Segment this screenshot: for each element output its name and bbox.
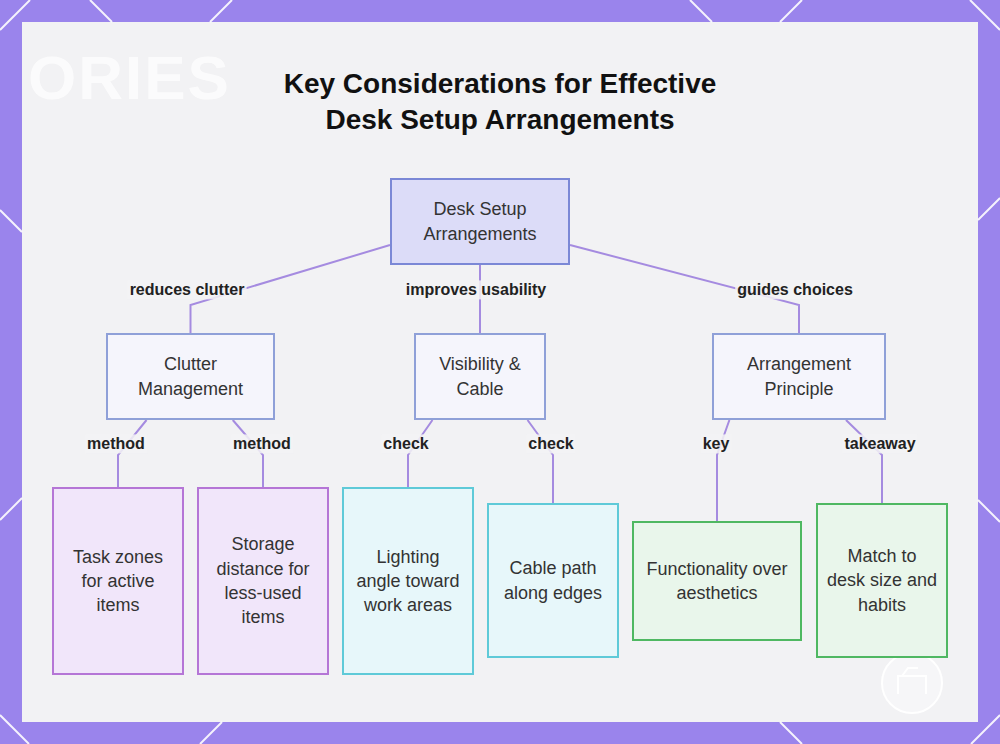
edge-label: improves usability	[404, 280, 549, 299]
edge-label: check	[381, 434, 430, 453]
edge-label: check	[526, 434, 575, 453]
panel	[22, 22, 978, 722]
concept-box: Task zones for active items	[52, 487, 184, 675]
concept-box: Lighting angle toward work areas	[342, 487, 474, 675]
box-label: Desk Setup Arrangements	[400, 197, 560, 246]
box-label: Match to desk size and habits	[826, 544, 938, 617]
edge-label: key	[701, 434, 732, 453]
edge-label: takeaway	[842, 434, 917, 453]
logo-badge	[882, 653, 942, 713]
connector-line	[846, 420, 882, 503]
box-label: Functionality over aesthetics	[642, 557, 792, 606]
diagram-title: Key Considerations for Effective Desk Se…	[250, 66, 750, 139]
box-label: Task zones for active items	[62, 545, 174, 618]
root-box: Desk Setup Arrangements	[390, 178, 570, 265]
box-label: Visibility & Cable	[424, 352, 536, 401]
box-label: Clutter Management	[116, 352, 265, 401]
watermark-text: ORIES	[28, 42, 231, 113]
box-label: Arrangement Principle	[722, 352, 876, 401]
edge-label: method	[85, 434, 147, 453]
box-label: Lighting angle toward work areas	[352, 545, 464, 618]
concept-box: Functionality over aesthetics	[632, 521, 802, 641]
box-label: Cable path along edges	[497, 556, 609, 605]
concept-box: Visibility & Cable	[414, 333, 546, 420]
concept-box: Storage distance for less-used items	[197, 487, 329, 675]
edge-label: method	[231, 434, 293, 453]
concept-box: Arrangement Principle	[712, 333, 886, 420]
concept-box: Clutter Management	[106, 333, 275, 420]
edge-label: guides choices	[735, 280, 855, 299]
concept-box: Cable path along edges	[487, 503, 619, 658]
concept-box: Match to desk size and habits	[816, 503, 948, 658]
edge-label: reduces clutter	[128, 280, 247, 299]
box-label: Storage distance for less-used items	[207, 532, 319, 629]
connector-line	[528, 420, 553, 503]
